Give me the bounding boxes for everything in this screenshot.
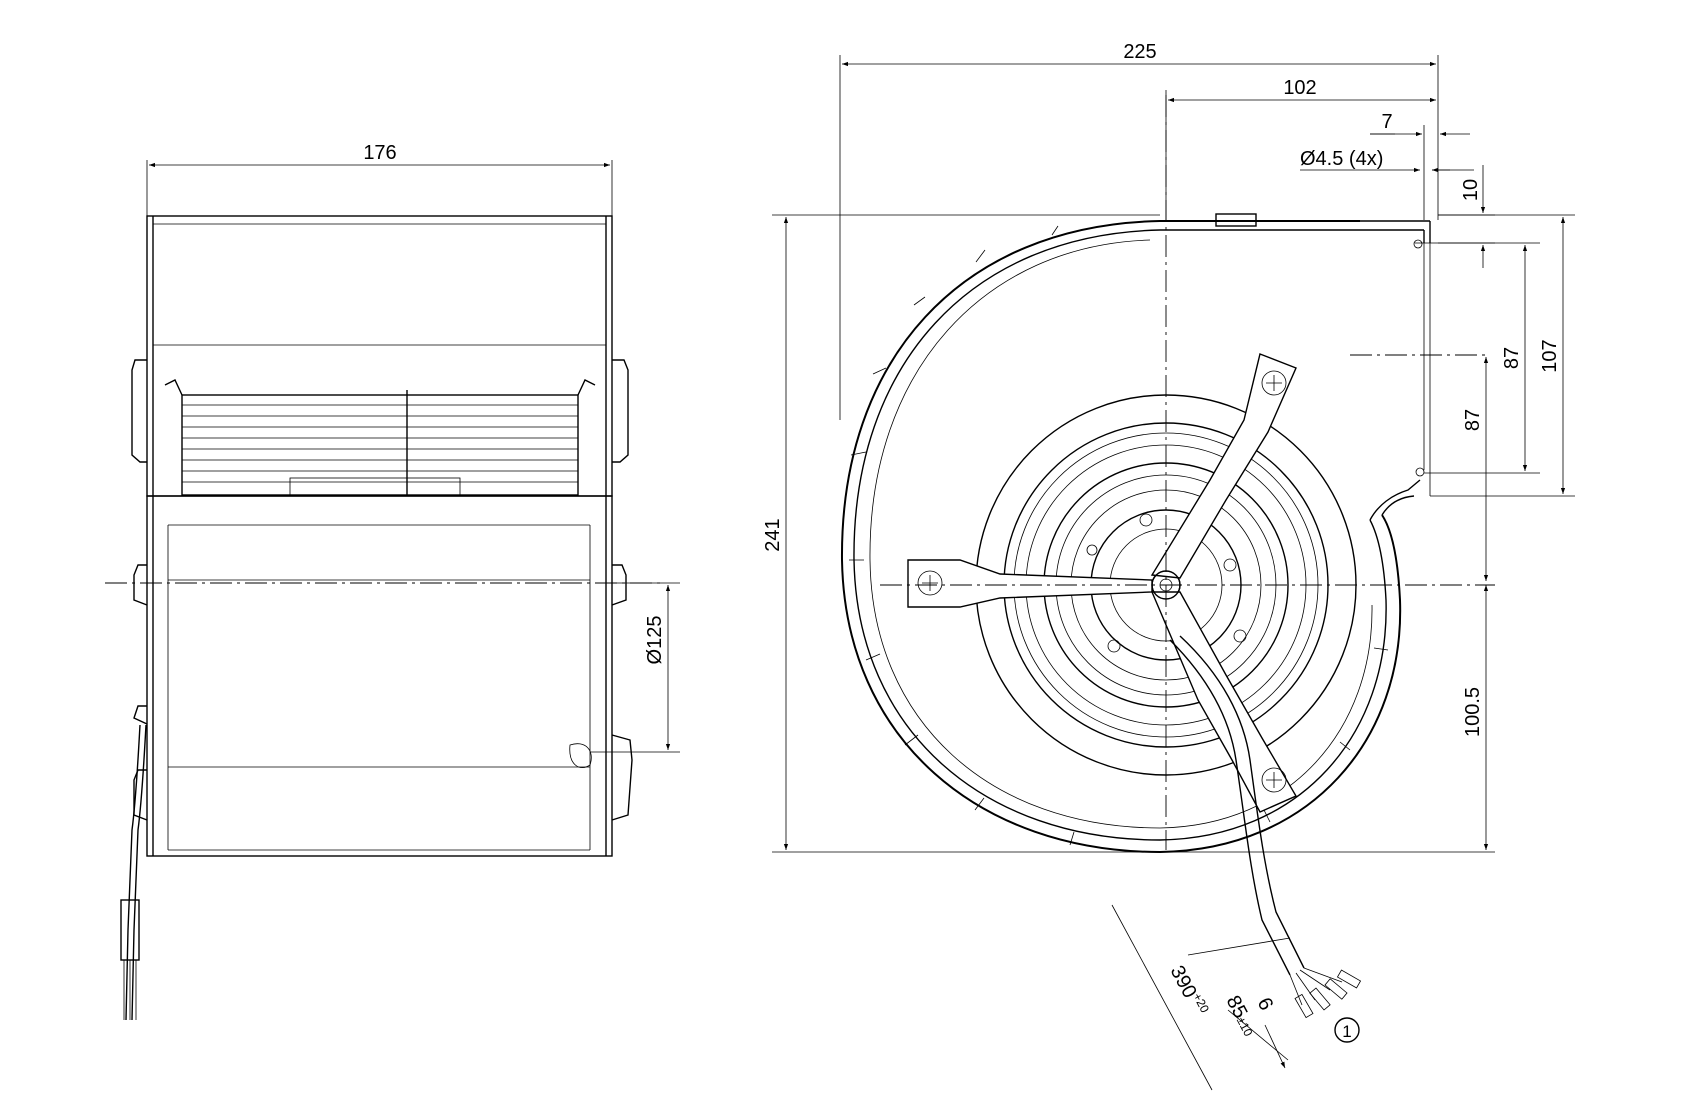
dim-107: 107 xyxy=(1430,214,1575,497)
front-view: 225 102 7 Ø4.5 (4x) 10 xyxy=(762,41,1575,1091)
dim-176: 176 xyxy=(146,142,613,216)
dim-102-label: 102 xyxy=(1283,77,1316,99)
dim-6: 6 xyxy=(1253,994,1286,1069)
side-housing xyxy=(146,215,613,857)
dim-225: 225 xyxy=(839,41,1439,420)
dim-125-label: Ø125 xyxy=(644,616,666,665)
dim-87-lower: 87 xyxy=(1350,354,1490,581)
dim-390: 390+20 xyxy=(1111,904,1291,1091)
side-view: 176 xyxy=(105,142,680,1021)
dim-6-label: 6 xyxy=(1253,994,1278,1014)
dim-87-upper-label: 87 xyxy=(1501,347,1523,369)
dim-10-label: 10 xyxy=(1460,179,1482,201)
dim-107-label: 107 xyxy=(1539,339,1561,372)
callout-1-label: 1 xyxy=(1342,1022,1351,1041)
support-arms xyxy=(907,353,1297,813)
scroll-housing xyxy=(840,213,1431,854)
side-flanges xyxy=(131,359,633,821)
dim-7-label: 7 xyxy=(1381,111,1392,133)
dim-7: 7 xyxy=(1370,111,1470,220)
front-cable xyxy=(1169,635,1362,1019)
dim-390-tol: +20 xyxy=(1190,991,1212,1016)
callout-1: 1 xyxy=(1334,1017,1360,1043)
side-impeller xyxy=(181,390,579,497)
dim-87-lower-label: 87 xyxy=(1462,409,1484,431)
dim-125: Ø125 xyxy=(590,582,680,753)
dim-241-label: 241 xyxy=(762,518,784,551)
dim-87-upper: 87 xyxy=(1415,242,1540,474)
dim-100-5: 100.5 xyxy=(1462,585,1489,850)
dim-100-5-label: 100.5 xyxy=(1462,687,1484,737)
dim-hole: Ø4.5 (4x) xyxy=(1300,148,1474,173)
dim-176-label: 176 xyxy=(363,142,396,164)
dim-225-label: 225 xyxy=(1123,41,1156,63)
dim-241: 241 xyxy=(762,214,1495,853)
svg-text:390+20: 390+20 xyxy=(1166,961,1213,1020)
dim-10: 10 xyxy=(1438,165,1495,268)
side-cable xyxy=(120,724,147,1021)
dim-hole-label: Ø4.5 (4x) xyxy=(1300,148,1383,170)
